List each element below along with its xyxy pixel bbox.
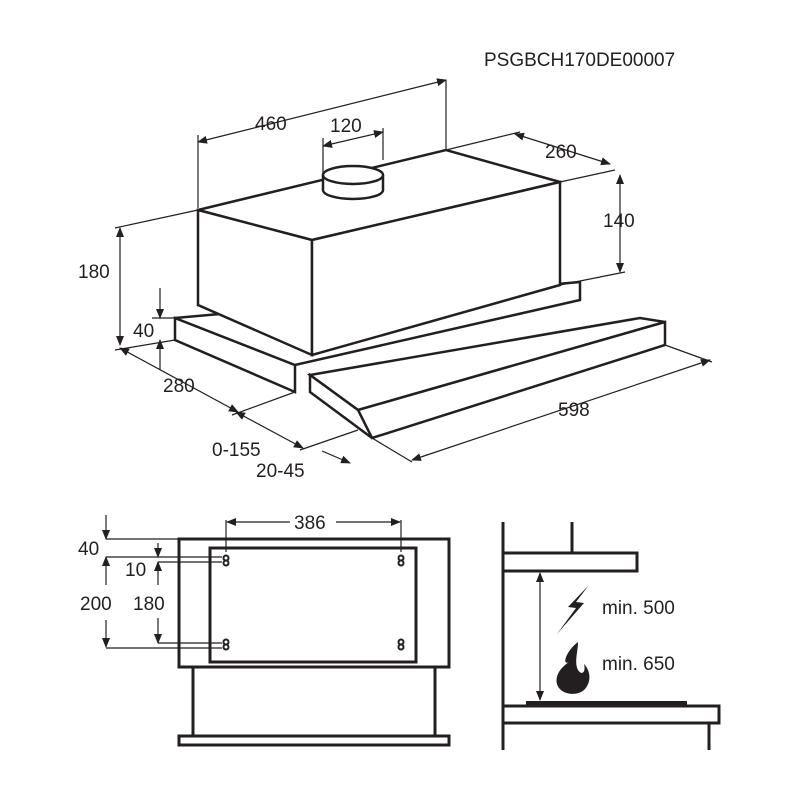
dim-front-40: 40 (133, 321, 154, 342)
dim-hole-spacing-386: 386 (294, 513, 326, 534)
duct-outlet (321, 164, 385, 201)
lightning-icon (557, 585, 589, 634)
iso-dimensions: 460 120 260 140 180 40 280 0-155 598 20-… (78, 78, 713, 482)
dim-panel-20-45: 20-45 (256, 461, 305, 482)
dim-hole-vertical-180: 180 (133, 594, 165, 615)
front-dimensions: 386 40 200 10 180 (78, 513, 402, 649)
mounting-holes (222, 554, 405, 651)
dim-width-460: 460 (255, 114, 287, 135)
dim-total-180: 180 (78, 262, 110, 283)
dim-extension-0-155: 0-155 (212, 440, 261, 461)
gas-clearance-label: min. 650 (602, 654, 675, 675)
hood-front-view (177, 537, 451, 747)
dim-body-140: 140 (603, 211, 635, 232)
dim-duct-120: 120 (330, 116, 362, 137)
dim-total-200: 200 (80, 594, 112, 615)
clearance-view: min. 500 min. 650 (501, 522, 721, 750)
electric-clearance-label: min. 500 (602, 598, 675, 619)
dim-hole-offset-10: 10 (125, 560, 146, 581)
model-code: PSGBCH170DE00007 (484, 50, 675, 71)
dim-depth-260: 260 (545, 142, 577, 163)
dim-top-40: 40 (78, 539, 99, 560)
hood-isometric-view (173, 148, 667, 440)
flame-icon (556, 642, 590, 694)
dim-base-280: 280 (163, 376, 195, 397)
dim-total-598: 598 (558, 400, 590, 421)
